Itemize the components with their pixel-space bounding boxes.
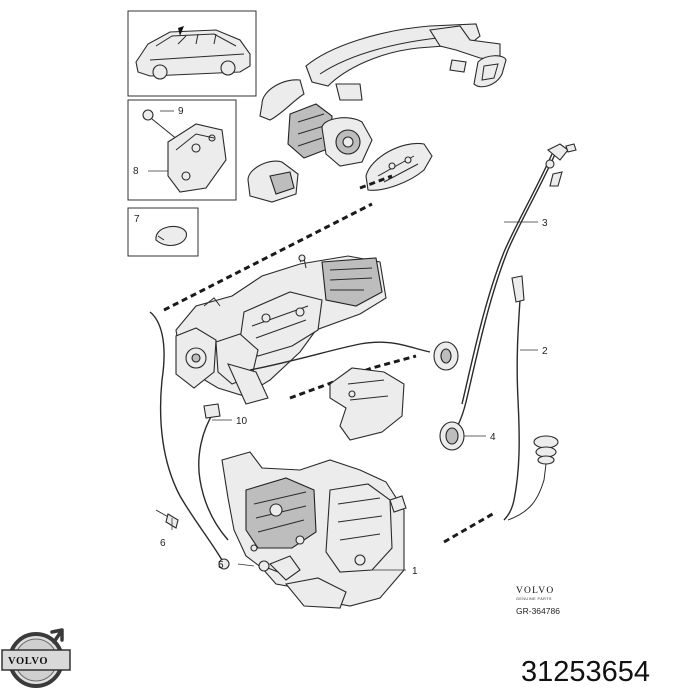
callout-2: 2 xyxy=(542,346,548,357)
cable-part-3 xyxy=(447,143,577,441)
callout-leaders xyxy=(171,221,538,571)
inset-box-7: 7 xyxy=(127,207,199,257)
brand-block: VOLVO GENUINE PARTS GR-364786 xyxy=(516,586,560,616)
callout-10: 10 xyxy=(236,416,248,427)
volvo-iron-mark-icon: VOLVO xyxy=(1,628,71,688)
callout-9: 9 xyxy=(178,106,184,117)
door-lock-part-1 xyxy=(218,451,407,609)
bellows-part xyxy=(507,435,559,521)
screw-part-9 xyxy=(142,109,179,141)
grommet-part-4 xyxy=(439,421,465,451)
callout-3: 3 xyxy=(542,218,548,229)
car-silhouette-icon xyxy=(135,29,251,80)
screw-part-5 xyxy=(258,560,279,573)
inner-mechanism xyxy=(175,254,387,405)
inset-box-8-9: 9 8 xyxy=(127,99,237,201)
brand-name: VOLVO xyxy=(516,586,554,596)
part-number: 31253654 xyxy=(521,656,650,688)
vehicle-inset xyxy=(127,10,257,97)
callout-5: 5 xyxy=(218,560,224,571)
brand-subtitle: GENUINE PARTS xyxy=(516,597,552,601)
door-outline-dashes xyxy=(163,174,497,544)
callout-6: 6 xyxy=(160,538,166,549)
inset-pointer-arrow xyxy=(178,26,184,36)
callout-4: 4 xyxy=(490,432,496,443)
callout-7: 7 xyxy=(134,214,140,225)
diagram-reference: GR-364786 xyxy=(516,606,560,616)
pin-part-6 xyxy=(155,509,179,529)
handle-mount-part-8 xyxy=(167,123,227,193)
harness-cable xyxy=(249,341,459,371)
cap-part-7 xyxy=(155,225,187,246)
callout-1: 1 xyxy=(412,566,418,577)
logo-wordmark: VOLVO xyxy=(8,656,48,667)
outer-handle-assembly xyxy=(247,23,507,203)
rod-part-2 xyxy=(503,275,525,521)
callout-8: 8 xyxy=(133,166,139,177)
cable-part-10 xyxy=(149,311,229,561)
cover-part xyxy=(329,367,405,441)
